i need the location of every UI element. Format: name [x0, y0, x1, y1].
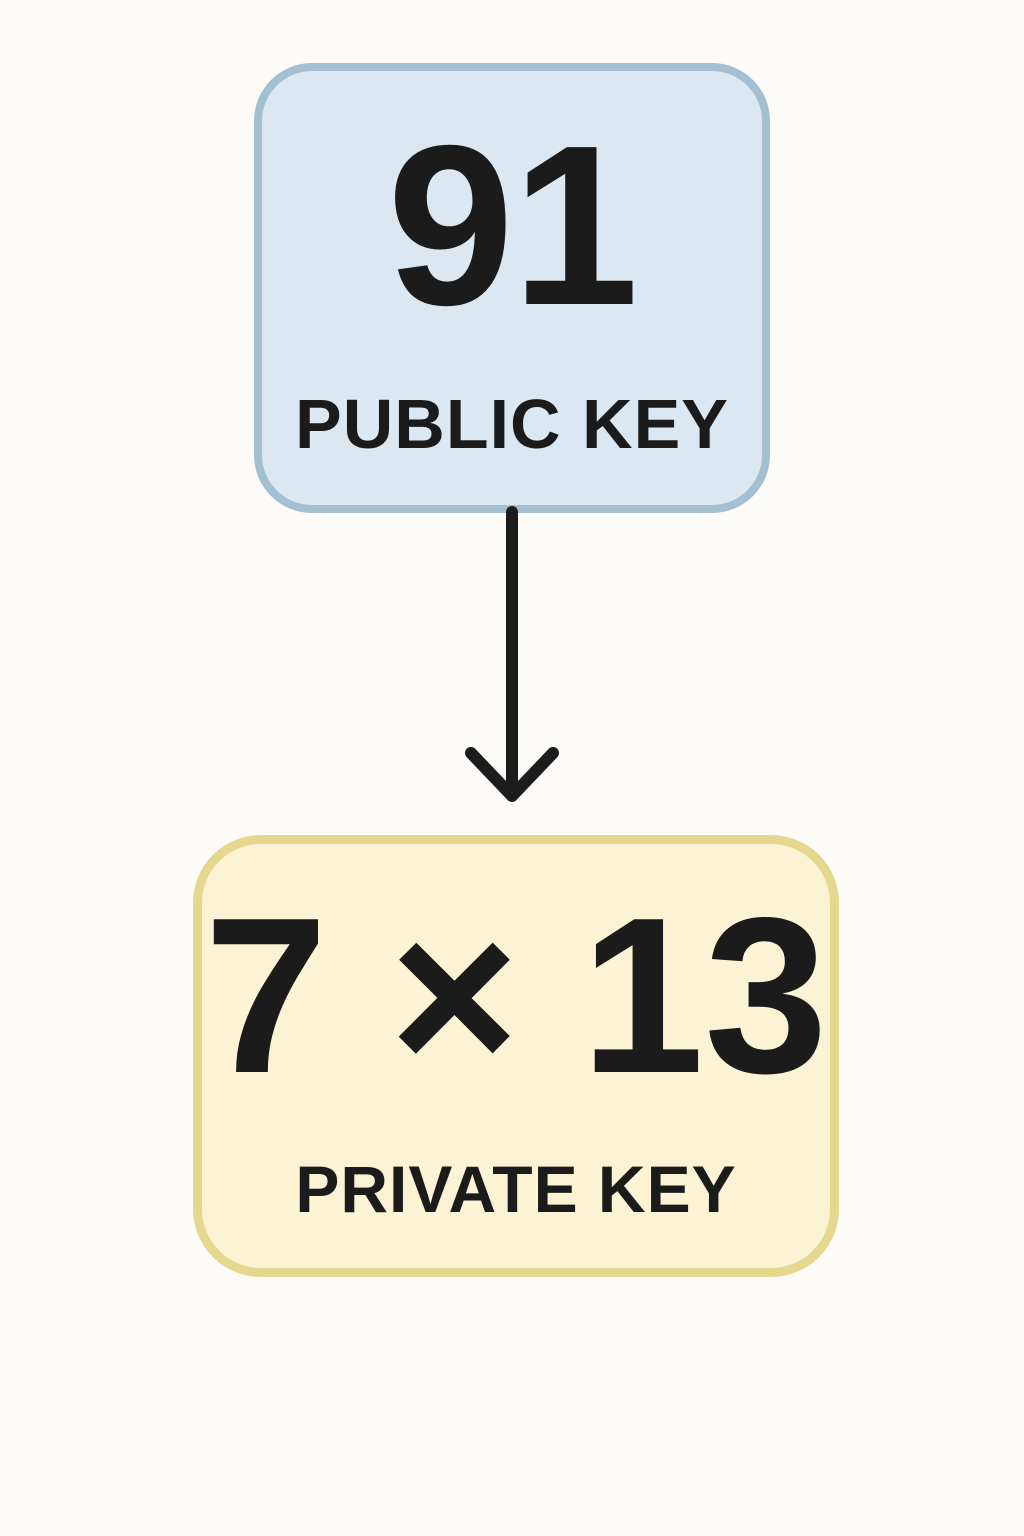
public-key-label: PUBLIC KEY [295, 385, 729, 463]
private-key-box: 7 × 13 PRIVATE KEY [193, 835, 839, 1277]
public-key-value: 91 [387, 99, 639, 353]
down-arrow-icon [442, 506, 582, 811]
public-key-box: 91 PUBLIC KEY [254, 63, 770, 513]
private-key-label: PRIVATE KEY [295, 1152, 737, 1226]
private-key-value: 7 × 13 [204, 872, 828, 1120]
